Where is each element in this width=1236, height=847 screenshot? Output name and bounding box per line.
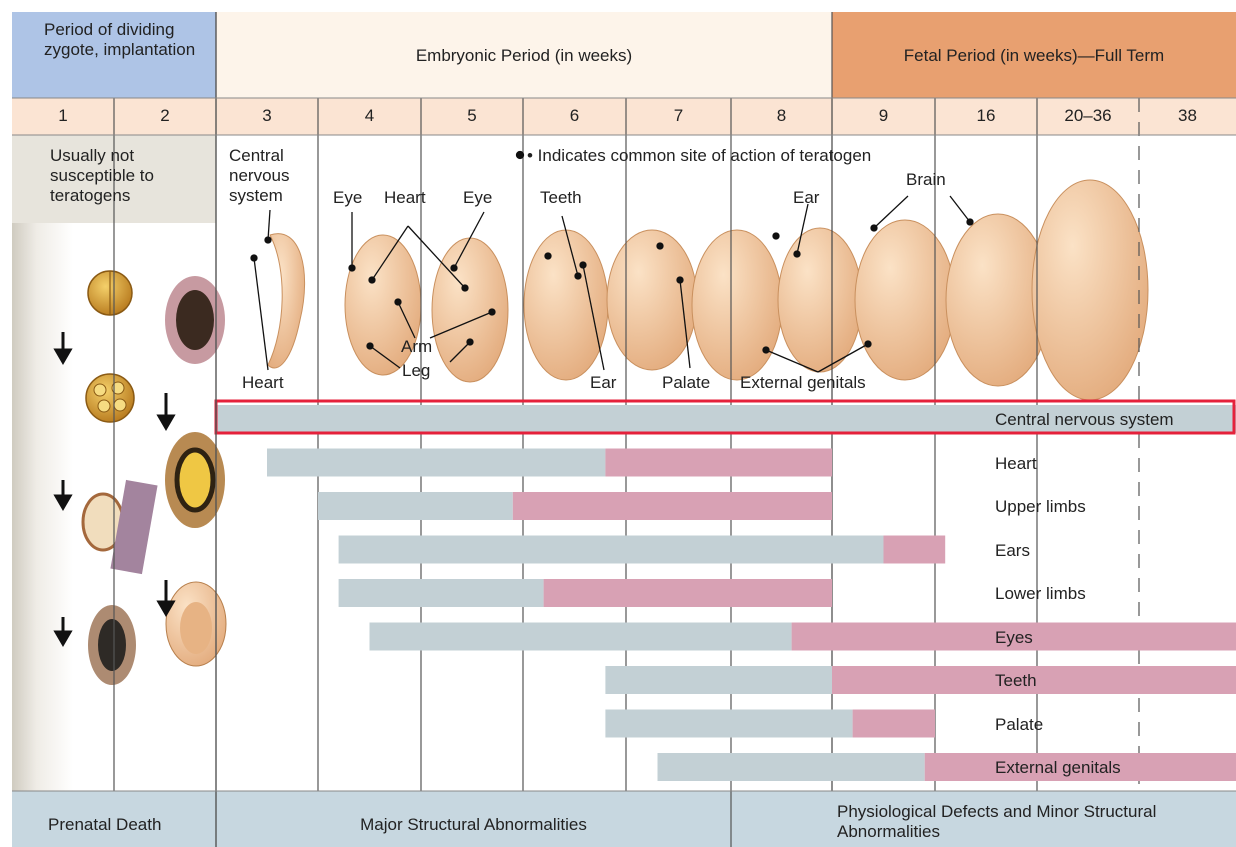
bar-major-eyes	[370, 623, 792, 651]
bar-major-upper-limbs	[318, 492, 513, 520]
bar-major-heart	[267, 449, 605, 477]
week-label: 4	[318, 104, 421, 128]
heart-site-label-1: Heart	[384, 188, 426, 208]
teeth-site-label: Teeth	[540, 188, 582, 208]
leg-site-label: Leg	[402, 361, 430, 381]
week-label: 1	[12, 104, 114, 128]
ear-site-label-1: Ear	[793, 188, 819, 208]
fetal-header: Fetal Period (in weeks)—Full Term	[832, 46, 1236, 66]
eye-site-label-2: Eye	[463, 188, 492, 208]
cns-site-label: Central nervous system	[229, 146, 309, 206]
bar-major-palate	[605, 710, 852, 738]
organ-label: Eyes	[995, 628, 1033, 648]
bar-major-ears	[339, 536, 884, 564]
bar-major-external-genitals	[658, 753, 925, 781]
week-label: 38	[1139, 104, 1236, 128]
organ-label: Central nervous system	[995, 410, 1174, 430]
bar-minor-heart	[605, 449, 832, 477]
external-genitals-site-label: External genitals	[740, 373, 866, 393]
week-label: 16	[935, 104, 1037, 128]
bar-minor-upper-limbs	[513, 492, 832, 520]
pre-embryonic-header: Period of dividing zygote, implantation	[44, 20, 214, 60]
organ-label: Upper limbs	[995, 497, 1086, 517]
organ-label: Lower limbs	[995, 584, 1086, 604]
major-abnormalities-label: Major Structural Abnormalities	[216, 815, 731, 835]
embryo-illustrations	[268, 180, 1148, 400]
physiological-defects-label: Physiological Defects and Minor Structur…	[837, 802, 1177, 842]
organ-label: Heart	[995, 454, 1037, 474]
bar-minor-palate	[853, 710, 935, 738]
organ-label: External genitals	[995, 758, 1121, 778]
week-label: 6	[523, 104, 626, 128]
palate-site-label: Palate	[662, 373, 710, 393]
teratogen-note: • Indicates common site of action of ter…	[527, 146, 871, 166]
organ-label: Palate	[995, 715, 1043, 735]
week-label: 9	[832, 104, 935, 128]
week-label: 2	[114, 104, 216, 128]
embryonic-header: Embryonic Period (in weeks)	[216, 46, 832, 66]
week-label: 5	[421, 104, 523, 128]
organ-label: Teeth	[995, 671, 1037, 691]
ear-site-label-2: Ear	[590, 373, 616, 393]
arm-site-label: Arm	[401, 337, 432, 357]
organ-label: Ears	[995, 541, 1030, 561]
bar-major-lower-limbs	[339, 579, 544, 607]
bar-major-teeth	[605, 666, 832, 694]
bar-minor-lower-limbs	[544, 579, 832, 607]
eye-site-label-1: Eye	[333, 188, 362, 208]
week-label: 3	[216, 104, 318, 128]
brain-site-label: Brain	[906, 170, 946, 190]
heart-site-label-2: Heart	[242, 373, 284, 393]
bar-minor-ears	[884, 536, 946, 564]
week-label: 8	[731, 104, 832, 128]
week-label: 20–36	[1037, 104, 1139, 128]
week-label: 7	[626, 104, 731, 128]
not-susceptible-label: Usually not susceptible to teratogens	[50, 146, 200, 206]
prenatal-death-label: Prenatal Death	[48, 815, 161, 835]
